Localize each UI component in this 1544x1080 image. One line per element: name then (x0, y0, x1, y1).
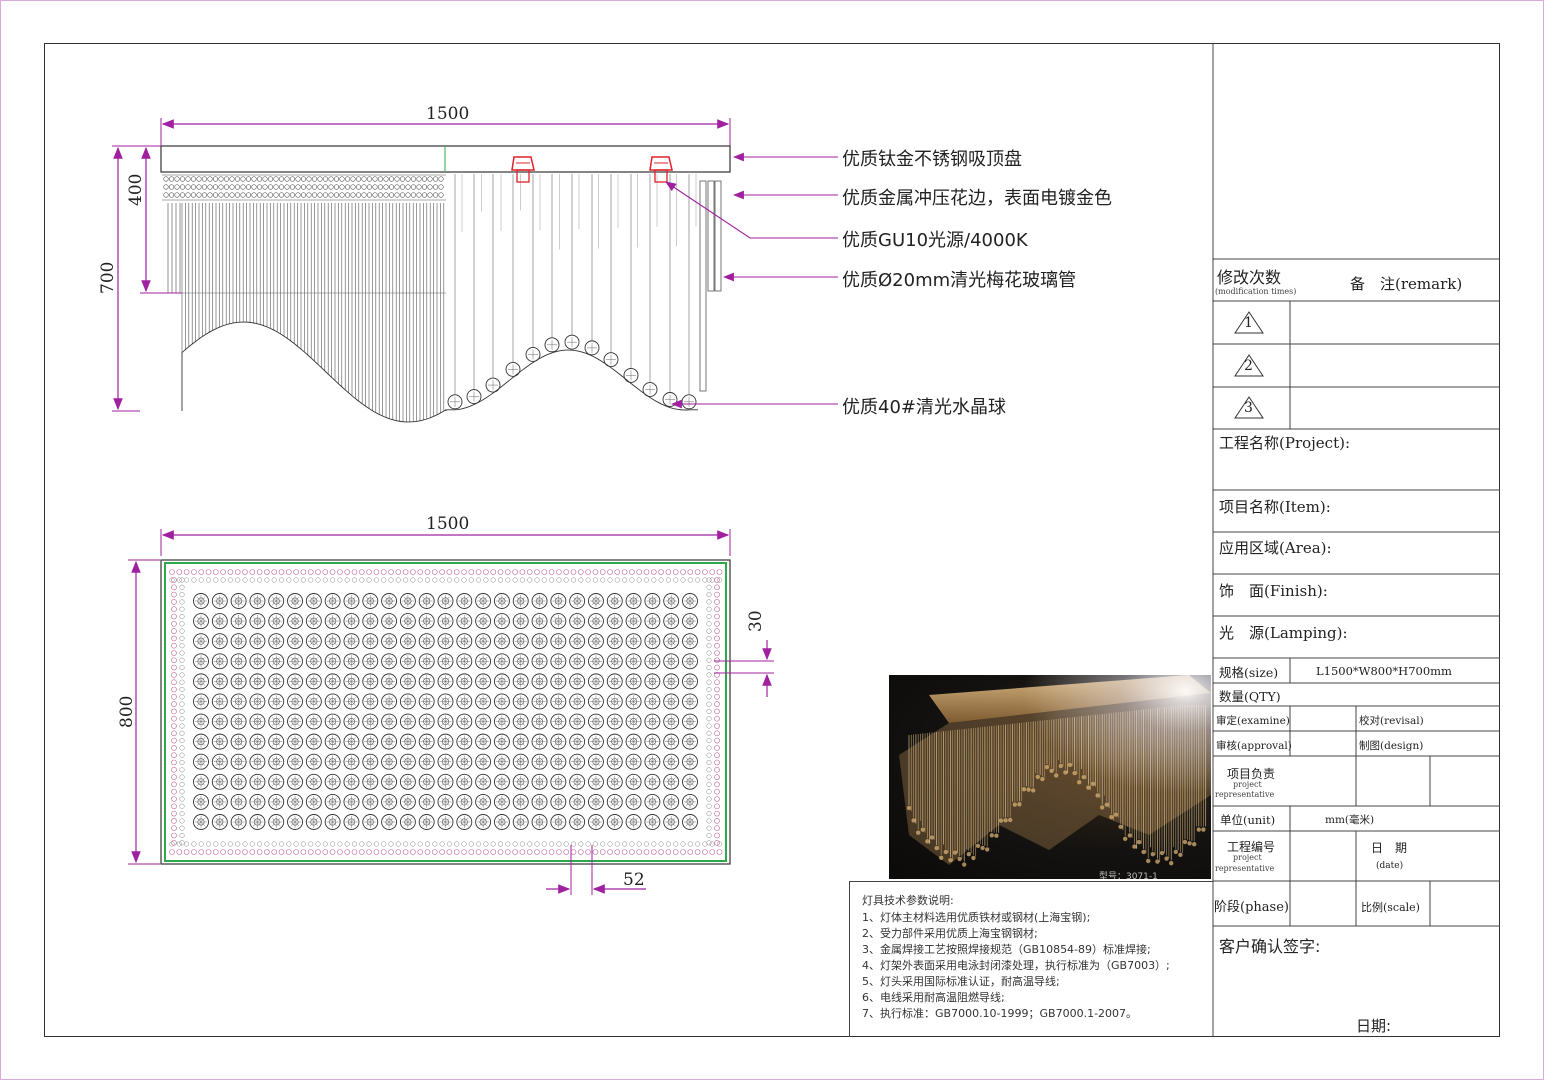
callout-gu10: 优质GU10光源/4000K (842, 230, 1028, 251)
note-line: 6、电线采用耐高温阻燃导线; (862, 991, 1005, 1004)
crystal-balls (445, 174, 698, 411)
revision-1: 1 (1244, 315, 1253, 331)
glass-tube-curtain (167, 203, 447, 423)
scale-label: 比例(scale) (1361, 901, 1420, 914)
revisal-label: 校对(revisal) (1359, 715, 1424, 727)
product-photo: 型号：3071-1 (889, 675, 1211, 879)
area-label: 应用区域(Area): (1219, 539, 1332, 557)
lamping-label: 光 源(Lamping): (1219, 624, 1348, 642)
callout-glass-tube: 优质Ø20mm清光梅花玻璃管 (842, 270, 1077, 291)
proj-no-en2: representative (1215, 864, 1275, 873)
dim-ring-offset: 30 (746, 610, 766, 632)
size-value: L1500*W800*H700mm (1316, 664, 1452, 678)
end-tubes (699, 180, 722, 392)
revision-2: 2 (1244, 358, 1253, 374)
dim-edge-offset: 52 (623, 870, 645, 890)
date-en: (date) (1376, 861, 1404, 871)
drawing-frame (44, 43, 1500, 1037)
revision-header: 修改次数 (1217, 268, 1282, 287)
examine-label: 审定(examine) (1216, 715, 1290, 727)
project-label: 工程名称(Project): (1219, 434, 1351, 452)
rep-en2: representative (1215, 790, 1275, 799)
revision-3: 3 (1244, 400, 1253, 416)
date-cn: 日 期 (1371, 841, 1408, 855)
stamped-lace-band (162, 174, 446, 201)
approval-label: 审核(approval) (1216, 740, 1292, 752)
callout-ceiling-plate: 优质钛金不锈钢吸顶盘 (842, 149, 1022, 170)
note-line: 4、灯架外表面采用电泳封闭漆处理，执行标准为（GB7003）; (862, 959, 1170, 972)
crystal-ring-border (169, 569, 723, 855)
plan-outline (160, 559, 731, 865)
technical-notes: 灯具技术参数说明: 1、灯体主材料选用优质铁材或钢材(上海宝钢); 2、受力部件… (849, 881, 1213, 1037)
customer-sign-label: 客户确认签字: (1219, 937, 1321, 956)
note-line: 7、执行标准：GB7000.10-1999；GB7000.1-2007。 (862, 1007, 1138, 1020)
dim-plan-depth: 800 (117, 695, 137, 728)
chandelier-photo-illustration (889, 675, 1211, 879)
dim-front-height-upper: 400 (126, 173, 146, 206)
dim-plan-width: 1500 (426, 514, 470, 534)
finish-label: 饰 面(Finish): (1219, 582, 1328, 600)
title-block-grid (1212, 43, 1500, 1037)
size-label: 规格(size) (1219, 665, 1279, 680)
proj-no-en1: project (1233, 853, 1262, 862)
note-line: 2、受力部件采用优质上海宝钢钢材; (862, 927, 1038, 940)
note-line: 3、金属焊接工艺按照焊接规范（GB10854-89）标准焊接; (862, 943, 1151, 956)
unit-value: mm(毫米) (1325, 814, 1375, 826)
callout-lace-band: 优质金属冲压花边，表面电镀金色 (842, 188, 1112, 209)
item-label: 项目名称(Item): (1219, 498, 1331, 516)
plan-view (128, 529, 774, 895)
unit-label: 单位(unit) (1220, 813, 1276, 827)
rep-en1: project (1233, 780, 1262, 789)
gu10-lamp-right (649, 156, 673, 183)
revision-triangles (1234, 311, 1264, 419)
notes-title: 灯具技术参数说明: (862, 894, 954, 907)
dim-front-width: 1500 (426, 104, 470, 124)
phase-label: 阶段(phase) (1214, 900, 1289, 915)
note-line: 5、灯头采用国际标准认证，耐高温导线; (862, 975, 1060, 988)
front-elevation-view (112, 118, 838, 423)
rep-cn: 项目负责 (1227, 767, 1276, 781)
proj-no-cn: 工程编号 (1227, 840, 1276, 854)
crystal-ball-grid (193, 593, 698, 830)
design-label: 制图(design) (1359, 740, 1424, 752)
callout-crystal-ball: 优质40#清光水晶球 (842, 397, 1006, 418)
note-line: 1、灯体主材料选用优质铁材或钢材(上海宝钢); (862, 911, 1091, 924)
plan-green-border (164, 562, 727, 862)
gu10-lamp-left (511, 156, 535, 183)
sign-date-label: 日期: (1356, 1017, 1392, 1035)
dim-front-height-total: 700 (98, 261, 118, 294)
revision-header-en: (modification times) (1215, 287, 1297, 296)
photo-caption: 型号：3071-1 (1099, 872, 1158, 879)
qty-label: 数量(QTY) (1219, 689, 1281, 704)
remark-header: 备 注(remark) (1350, 275, 1463, 293)
